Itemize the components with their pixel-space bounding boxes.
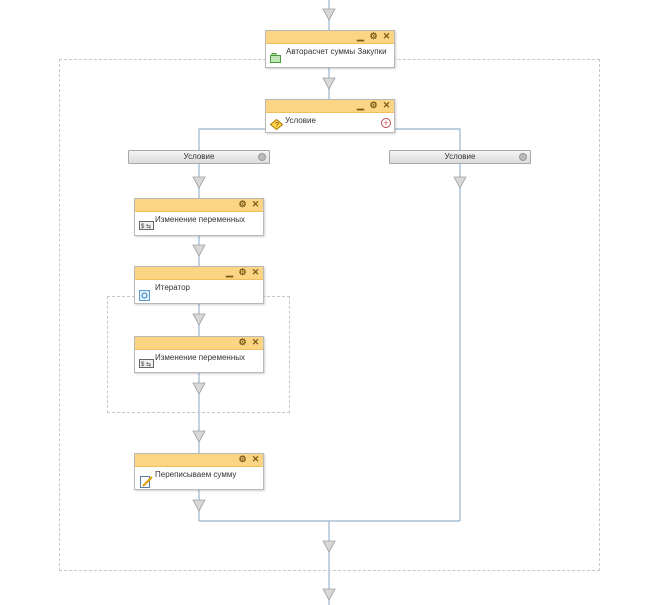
settings-icon[interactable]: ⚙ <box>238 454 247 464</box>
minimize-icon[interactable]: ▁ <box>357 100 364 110</box>
settings-icon[interactable]: ⚙ <box>238 199 247 209</box>
block-title: Изменение переменных <box>155 215 246 224</box>
svg-text:?: ? <box>275 122 279 129</box>
edit-icon <box>140 475 153 488</box>
close-icon[interactable]: ✕ <box>251 199 260 209</box>
flow-arrow <box>192 382 206 395</box>
block-header: ⚙ ✕ <box>135 454 263 467</box>
rewrite-sum-block[interactable]: ⚙ ✕ Переписываем сумму <box>134 453 264 490</box>
block-title: Итератор <box>155 283 190 292</box>
flow-arrow <box>192 244 206 257</box>
block-title: Авторасчет суммы Закупки <box>286 47 387 56</box>
variables-icon: $ ⇆ <box>139 359 154 369</box>
iterator-block[interactable]: ▁ ⚙ ✕ Итератор <box>134 266 264 304</box>
flow-arrow <box>192 499 206 512</box>
iterator-icon <box>139 290 150 301</box>
settings-icon[interactable]: ⚙ <box>369 31 378 41</box>
flow-arrow <box>192 313 206 326</box>
block-title: Изменение переменных <box>155 353 246 362</box>
branch-label: Условие <box>183 152 215 161</box>
flow-arrow <box>192 176 206 189</box>
branch-condition-right[interactable]: Условие <box>389 150 531 164</box>
flow-arrow <box>322 77 336 90</box>
block-header: ⚙ ✕ <box>135 337 263 350</box>
flow-arrow <box>192 430 206 443</box>
block-header: ▁ ⚙ ✕ <box>266 100 394 113</box>
condition-icon: ? <box>269 118 284 131</box>
settings-icon[interactable] <box>258 153 266 161</box>
close-icon[interactable]: ✕ <box>251 267 260 277</box>
block-header: ⚙ ✕ <box>135 199 263 212</box>
settings-icon[interactable]: ⚙ <box>369 100 378 110</box>
flow-arrow <box>322 588 336 601</box>
svg-text:$ ⇆: $ ⇆ <box>141 223 151 230</box>
flow-arrow <box>322 540 336 553</box>
block-title: Условие <box>285 116 316 125</box>
close-icon[interactable]: ✕ <box>382 100 391 110</box>
close-icon[interactable]: ✕ <box>382 31 391 41</box>
minimize-icon[interactable]: ▁ <box>357 31 364 41</box>
minimize-icon[interactable]: ▁ <box>226 267 233 277</box>
autocalc-block[interactable]: ▁ ⚙ ✕ Авторасчет суммы Закупки <box>265 30 395 68</box>
close-icon[interactable]: ✕ <box>251 454 260 464</box>
settings-icon[interactable]: ⚙ <box>238 267 247 277</box>
block-header: ▁ ⚙ ✕ <box>266 31 394 44</box>
settings-icon[interactable]: ⚙ <box>238 337 247 347</box>
change-variables-block[interactable]: ⚙ ✕ $ ⇆ Изменение переменных <box>134 336 264 373</box>
change-variables-block[interactable]: ⚙ ✕ $ ⇆ Изменение переменных <box>134 198 264 236</box>
block-header: ▁ ⚙ ✕ <box>135 267 263 280</box>
calculator-icon <box>270 53 281 63</box>
branch-label: Условие <box>444 152 476 161</box>
close-icon[interactable]: ✕ <box>251 337 260 347</box>
block-title: Переписываем сумму <box>155 470 237 479</box>
variables-icon: $ ⇆ <box>139 221 154 231</box>
condition-block[interactable]: ▁ ⚙ ✕ ? Условие + <box>265 99 395 133</box>
branch-condition-left[interactable]: Условие <box>128 150 270 164</box>
add-branch-icon[interactable]: + <box>381 118 391 128</box>
settings-icon[interactable] <box>519 153 527 161</box>
flow-arrow <box>453 176 467 189</box>
svg-text:$ ⇆: $ ⇆ <box>141 361 151 368</box>
flow-arrow <box>322 8 336 21</box>
